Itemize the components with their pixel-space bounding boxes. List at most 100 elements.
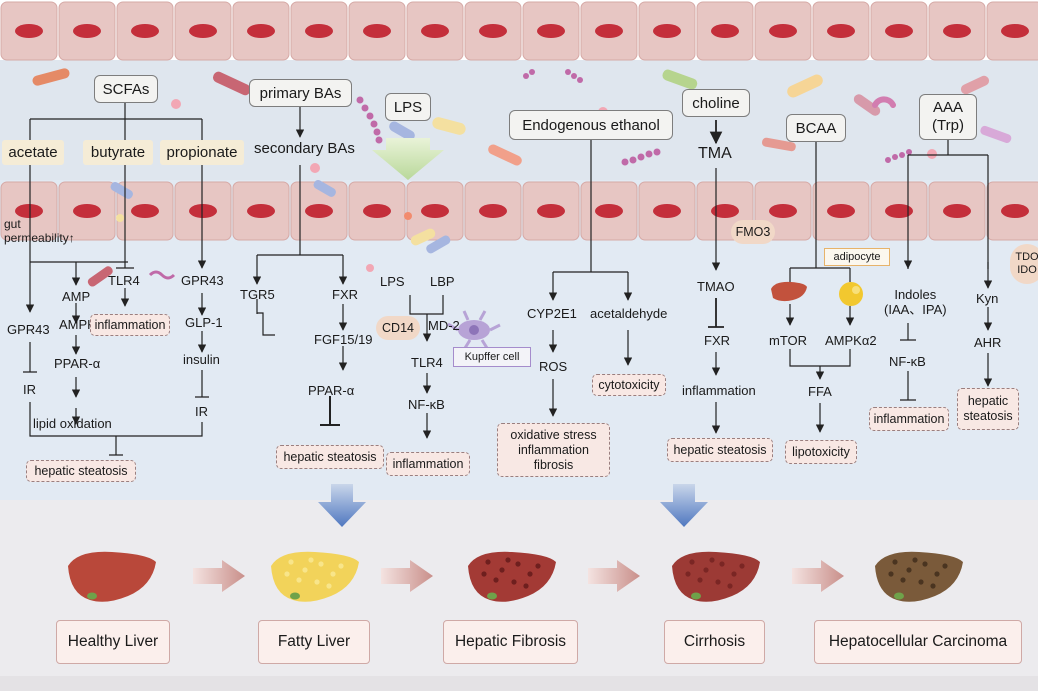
fxr-label-choline: FXR xyxy=(704,333,730,348)
hepatic-steatosis-box-ba: hepatic steatosis xyxy=(276,445,384,469)
fgf-label: FGF15/19 xyxy=(314,332,373,347)
primary-bas-box: primary BAs xyxy=(249,79,352,107)
cell-nucleus xyxy=(537,24,565,38)
mtor-label: mTOR xyxy=(769,333,808,348)
lipid-oxidation-label: lipid oxidation xyxy=(33,416,112,431)
ampk-label: AMPK xyxy=(59,317,96,332)
cell-nucleus xyxy=(363,204,391,218)
liver-small-icon xyxy=(771,281,807,302)
amp-label: AMP xyxy=(62,289,91,304)
cell-nucleus xyxy=(769,24,797,38)
hepatic-steatosis-box-aaa: hepatic steatosis xyxy=(957,388,1019,430)
fmo3-pill: FMO3 xyxy=(731,220,775,244)
md2-label: MD-2 xyxy=(428,318,460,333)
cytotoxicity-box: cytotoxicity xyxy=(592,374,666,396)
hcc-liver-icon xyxy=(875,551,963,602)
cell-nucleus xyxy=(363,24,391,38)
cell-nucleus xyxy=(1001,24,1029,38)
cell-nucleus xyxy=(943,24,971,38)
cell-nucleus xyxy=(943,204,971,218)
inflammation-box-aaa: inflammation xyxy=(869,407,949,431)
blue-down-arrow-right xyxy=(660,484,708,527)
lps-box: LPS xyxy=(385,93,431,121)
cell-nucleus xyxy=(769,204,797,218)
adipocyte-box: adipocyte xyxy=(824,248,890,266)
cell-nucleus xyxy=(131,204,159,218)
aaa-trp-box: AAA (Trp) xyxy=(919,94,977,140)
cell-nucleus xyxy=(73,24,101,38)
gpr43-right-label: GPR43 xyxy=(181,273,224,288)
stage-hcc: Hepatocellular Carcinoma xyxy=(814,620,1022,664)
ampk-alpha2-label: AMPKα2 xyxy=(825,333,877,348)
stage-fatty-liver: Fatty Liver xyxy=(258,620,370,664)
tdo-ido-pill: TDO IDO xyxy=(1010,244,1038,284)
lipotoxicity-box: lipotoxicity xyxy=(785,440,857,464)
fxr-label-ba: FXR xyxy=(332,287,358,302)
blue-down-arrow-left xyxy=(318,484,366,527)
ros-label: ROS xyxy=(539,359,568,374)
ffa-label: FFA xyxy=(808,384,832,399)
healthy-liver-icon xyxy=(68,551,156,602)
cyp2e1-label: CYP2E1 xyxy=(527,306,577,321)
tlr4-label-scfa: TLR4 xyxy=(108,273,140,288)
ahr-label: AHR xyxy=(974,335,1002,350)
fatty-liver-icon xyxy=(271,551,359,602)
adipocyte-icon xyxy=(839,282,863,306)
cell-nucleus xyxy=(885,24,913,38)
acetate-box: acetate xyxy=(2,140,64,165)
hepatic-steatosis-box-choline: hepatic steatosis xyxy=(667,438,773,462)
cell-nucleus xyxy=(305,24,333,38)
cell-nucleus xyxy=(421,24,449,38)
progression-arrows xyxy=(193,560,844,592)
tgr5-label: TGR5 xyxy=(240,287,275,302)
gut-permeability-label: gut permeability↑ xyxy=(4,217,75,245)
lps-entry-arrow xyxy=(372,138,444,180)
cell-nucleus xyxy=(827,24,855,38)
inflammation-label-choline: inflammation xyxy=(682,383,756,398)
secondary-bas-label: secondary BAs xyxy=(254,140,355,157)
cell-nucleus xyxy=(1001,204,1029,218)
propionate-box: propionate xyxy=(160,140,244,165)
tmao-label: TMAO xyxy=(697,279,735,294)
cell-nucleus xyxy=(131,24,159,38)
cell-nucleus xyxy=(653,24,681,38)
insulin-label: insulin xyxy=(183,352,220,367)
cell-nucleus xyxy=(247,204,275,218)
lps-label: LPS xyxy=(380,274,405,289)
endogenous-ethanol-box: Endogenous ethanol xyxy=(509,110,673,140)
cell-nucleus xyxy=(595,24,623,38)
tma-label: TMA xyxy=(698,145,732,162)
epithelium-top xyxy=(0,1,1038,61)
inflammation-box-lps: inflammation xyxy=(386,452,470,476)
glp1-label: GLP-1 xyxy=(185,315,223,330)
oxidative-outcome-box: oxidative stress inflammation fibrosis xyxy=(497,423,610,477)
indoles-label: Indoles (IAA、IPA) xyxy=(884,287,947,317)
microbes xyxy=(24,68,1012,287)
cell-nucleus xyxy=(305,204,333,218)
acetaldehyde-label: acetaldehyde xyxy=(590,306,668,321)
bcaa-box: BCAA xyxy=(786,114,846,142)
stage-cirrhosis: Cirrhosis xyxy=(664,620,765,664)
stage-healthy-liver: Healthy Liver xyxy=(56,620,170,664)
cd14-pill: CD14 xyxy=(376,316,420,340)
cell-nucleus xyxy=(189,204,217,218)
cell-nucleus xyxy=(885,204,913,218)
gpr43-left-label: GPR43 xyxy=(7,322,50,337)
scfas-box: SCFAs xyxy=(94,75,158,103)
lbp-label: LBP xyxy=(430,274,455,289)
cell-nucleus xyxy=(653,204,681,218)
cell-nucleus xyxy=(537,204,565,218)
cell-nucleus xyxy=(595,204,623,218)
stage-hepatic-fibrosis: Hepatic Fibrosis xyxy=(443,620,578,664)
pathway-connectors xyxy=(23,103,993,456)
tlr4-label-lps: TLR4 xyxy=(411,355,443,370)
cell-nucleus xyxy=(73,204,101,218)
cell-nucleus xyxy=(247,24,275,38)
fibrotic-liver-icon xyxy=(468,551,556,602)
nfkb-label-lps: NF-κB xyxy=(408,397,445,412)
cell-nucleus xyxy=(827,204,855,218)
kyn-label: Kyn xyxy=(976,291,999,306)
cell-nucleus xyxy=(15,24,43,38)
